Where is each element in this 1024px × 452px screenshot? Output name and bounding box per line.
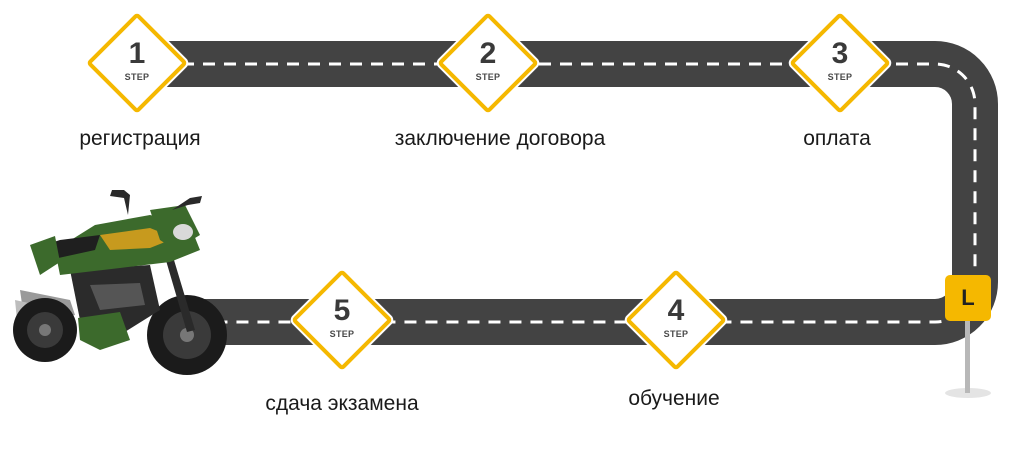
- motorcycle-image: [13, 190, 227, 375]
- step-5-number: 5: [333, 294, 351, 327]
- step-1-word: STEP: [124, 72, 150, 82]
- step-2-label: заключение договора: [394, 127, 606, 150]
- step-2-marker: 2 STEP: [437, 12, 539, 114]
- step-1-marker: 1 STEP: [86, 12, 188, 114]
- learner-sign-icon: L: [945, 275, 991, 321]
- step-3-marker: 3 STEP: [789, 12, 891, 114]
- sign-post: [965, 321, 970, 393]
- step-2-number: 2: [479, 37, 497, 70]
- step-5-label: сдача экзамена: [265, 392, 419, 415]
- step-3-number: 3: [831, 37, 849, 70]
- step-4-number: 4: [667, 294, 685, 327]
- step-3-word: STEP: [827, 72, 853, 82]
- step-4-marker: 4 STEP: [625, 269, 727, 371]
- step-4-word: STEP: [663, 329, 689, 339]
- step-5-word: STEP: [329, 329, 355, 339]
- step-1-label: регистрация: [79, 127, 201, 150]
- sign-shadow: [945, 388, 991, 398]
- step-1-number: 1: [128, 37, 146, 70]
- step-4-label: обучение: [628, 387, 720, 410]
- step-5-marker: 5 STEP: [291, 269, 393, 371]
- step-3-label: оплата: [803, 127, 871, 150]
- step-2-word: STEP: [475, 72, 501, 82]
